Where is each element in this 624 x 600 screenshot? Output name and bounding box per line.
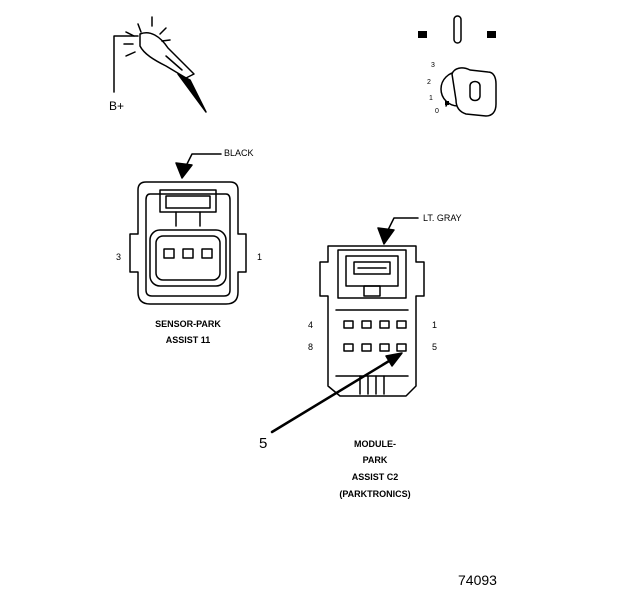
sensor-pin-3-label: 3 — [116, 252, 122, 262]
module-pin-5-label: 5 — [432, 342, 438, 352]
ignition-position-0: 0 — [435, 108, 439, 115]
sensor-connector-drawing — [129, 153, 247, 305]
module-pin-1-label: 1 — [432, 320, 438, 330]
sensor-name-line2: ASSIST 11 — [165, 335, 211, 345]
sensor-color-label: BLACK — [224, 148, 254, 158]
module-name-line1: MODULE- — [354, 439, 396, 449]
ignition-position-3: 3 — [431, 62, 435, 69]
module-connector-drawing — [319, 217, 425, 397]
module-name-line4: (PARKTRONICS) — [339, 489, 411, 499]
module-name-line2: PARK — [362, 455, 388, 465]
sensor-name-line1: SENSOR-PARK — [155, 319, 221, 329]
callout-number: 5 — [259, 435, 268, 452]
module-pin-4-label: 4 — [308, 320, 314, 330]
figure-number: 74093 — [458, 572, 497, 588]
ignition-position-1: 1 — [429, 95, 433, 102]
module-color-label: LT. GRAY — [423, 213, 462, 223]
sensor-pin-1-label: 1 — [257, 252, 263, 262]
test-light-probe-icon — [113, 16, 207, 113]
ignition-position-2: 2 — [427, 79, 431, 86]
ignition-switch-icon — [418, 15, 497, 117]
module-name-line3: ASSIST C2 — [351, 472, 399, 482]
probe-b-plus-label: B+ — [109, 99, 125, 113]
module-pin-8-label: 8 — [308, 342, 314, 352]
callout-arrow — [270, 352, 403, 434]
